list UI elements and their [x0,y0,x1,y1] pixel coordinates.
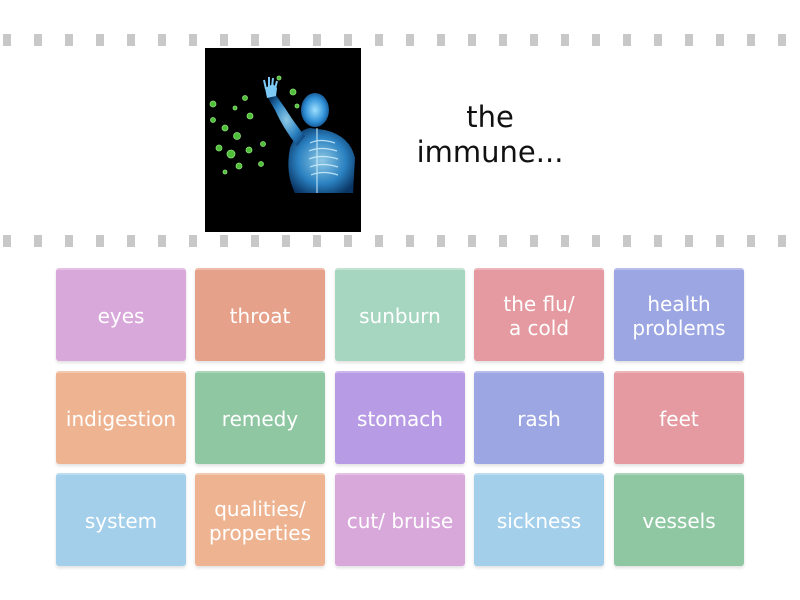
answer-tile-sunburn[interactable]: sunburn [335,268,465,361]
answer-tile-system[interactable]: system [56,473,186,566]
prompt-image [205,48,361,232]
answer-tile-remedy[interactable]: remedy [195,371,325,464]
answer-tile-health-problems[interactable]: health problems [614,268,744,361]
answer-tile-throat[interactable]: throat [195,268,325,361]
immune-body-illustration [205,48,361,232]
answer-tile-vessels[interactable]: vessels [614,473,744,566]
answer-tile-rash[interactable]: rash [474,371,604,464]
answer-tile-qualities[interactable]: qualities/ properties [195,473,325,566]
answer-tile-cut-bruise[interactable]: cut/ bruise [335,473,465,566]
answer-tile-stomach[interactable]: stomach [335,371,465,464]
prompt-text: the immune... [416,100,564,169]
answer-tile-eyes[interactable]: eyes [56,268,186,361]
answer-tile-flu-cold[interactable]: the flu/ a cold [474,268,604,361]
answer-tile-feet[interactable]: feet [614,371,744,464]
bottom-dashed-divider [0,235,800,247]
top-dashed-divider [0,34,800,46]
answer-tile-indigestion[interactable]: indigestion [56,371,186,464]
answer-tile-sickness[interactable]: sickness [474,473,604,566]
